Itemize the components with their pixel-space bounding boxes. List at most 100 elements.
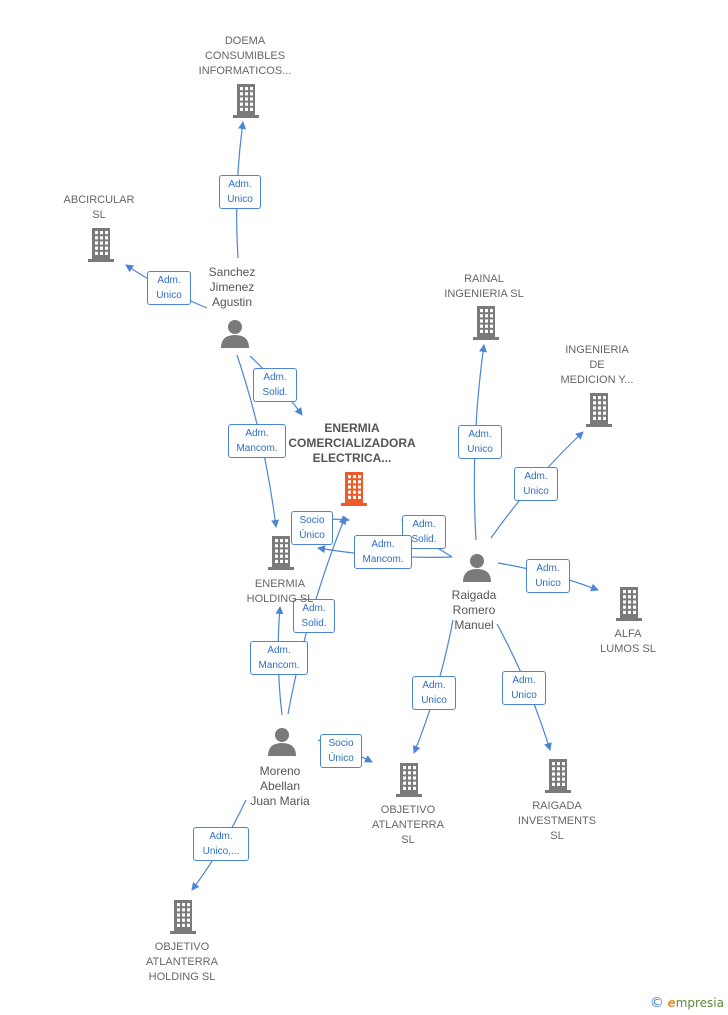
building-icon[interactable]: [473, 306, 499, 340]
edge-label-line: Adm.: [468, 429, 492, 440]
edge-label[interactable]: Adm. Unico: [458, 425, 502, 459]
edge-label[interactable]: Adm. Solid.: [253, 368, 297, 402]
edge-label-line: Solid.: [411, 534, 437, 545]
edge-label-line: Mancom.: [258, 660, 300, 671]
node-label-line: Romero: [452, 603, 496, 617]
edge-label-line: Adm.: [524, 471, 548, 482]
edge-label-line: Socio: [299, 515, 325, 526]
edge-label-line: Solid.: [301, 618, 327, 629]
edge-label-line: Adm.: [536, 563, 560, 574]
edge-label-line: Adm.: [228, 179, 252, 190]
edge-label[interactable]: Adm.Unico: [147, 271, 191, 305]
company-label-raigada_inv[interactable]: RAIGADA INVESTMENTS SL: [518, 799, 596, 844]
node-label-line: INGENIERIA SL: [444, 288, 524, 300]
node-label-line: MEDICION Y...: [560, 374, 634, 386]
edge-label[interactable]: Adm. Unico: [412, 676, 456, 710]
edge-label-line: Único: [299, 530, 325, 541]
person-icon[interactable]: [268, 728, 296, 756]
edge-label[interactable]: Adm.Mancom.: [354, 535, 412, 569]
edge-label[interactable]: Adm. Solid.: [293, 599, 335, 633]
building-icon[interactable]: [545, 759, 571, 793]
edge-label-line: Único: [328, 753, 354, 764]
node-label-line: ATLANTERRA: [372, 819, 444, 831]
edge-label[interactable]: Adm. Mancom.: [228, 424, 286, 458]
edge-label-line: Adm.: [412, 519, 436, 530]
node-label-line: DE: [589, 359, 605, 371]
node-label-line: RAINAL: [464, 273, 504, 285]
node-label-line: INGENIERIA: [565, 344, 629, 356]
node-label-line: ENERMIA: [254, 578, 306, 590]
node-label-line: Manuel: [454, 618, 494, 632]
node-label-line: ELECTRICA...: [312, 451, 392, 465]
company-label-enermia_hold[interactable]: ENERMIA HOLDING SL: [247, 577, 314, 607]
node-label-line: LUMOS SL: [600, 643, 656, 655]
edge-label-line: Solid.: [262, 387, 288, 398]
building-icon[interactable]: [616, 587, 642, 621]
edge-label-line: Adm.: [263, 372, 287, 383]
edge-label[interactable]: Adm. Mancom.: [250, 641, 308, 675]
person-icon[interactable]: [221, 320, 249, 348]
edge-label-line: Unico: [227, 194, 253, 205]
edge-label-line: Unico: [511, 690, 537, 701]
node-label-line: RAIGADA: [532, 800, 582, 812]
empresia-logo: © empresia: [650, 995, 724, 1011]
node-label-line: COMERCIALIZADORA: [288, 436, 416, 450]
building-icon[interactable]: [396, 763, 422, 797]
company-label-rainal[interactable]: RAINAL INGENIERIA SL: [444, 272, 523, 302]
edge-label-line: Adm.: [209, 831, 233, 842]
edge-label-line: Adm.: [371, 539, 395, 550]
node-label-line: DOEMA: [224, 35, 266, 47]
edge-label-line: Socio: [328, 738, 354, 749]
company-label-ingenieria[interactable]: INGENIERIA DE MEDICION Y...: [561, 343, 634, 388]
edge-label[interactable]: Adm.Unico: [514, 467, 558, 501]
edge-label-line: Adm.: [245, 428, 269, 439]
edge-label[interactable]: Adm. Unico: [502, 671, 546, 705]
building-icon[interactable]: [586, 393, 612, 427]
node-label-line: ABCIRCULAR: [63, 194, 135, 206]
edge-label[interactable]: Adm.Unico,...: [193, 827, 249, 861]
node-label-line: INVESTMENTS: [517, 815, 597, 827]
building-icon[interactable]: [233, 84, 259, 118]
node-label-line: HOLDING SL: [246, 593, 314, 605]
edge-label-line: Unico: [467, 444, 493, 455]
node-label-line: Jimenez: [209, 280, 255, 294]
person-icon[interactable]: [463, 554, 491, 582]
building-icon[interactable]: [341, 472, 367, 506]
node-label-line: SL: [550, 830, 564, 842]
node-label-line: OBJETIVO: [380, 804, 436, 816]
node-label-line: Juan Maria: [250, 794, 310, 808]
edge-label-line: Adm.: [267, 645, 291, 656]
brand-first-letter: e: [667, 996, 676, 1010]
edge-label[interactable]: Adm.Unico: [526, 559, 570, 593]
copyright-icon: ©: [649, 995, 664, 1011]
node-label-line: Sanchez: [208, 265, 256, 279]
node-label-line: Moreno: [259, 764, 301, 778]
node-label-line: Raigada: [451, 588, 497, 602]
node-label-line: OBJETIVO: [154, 941, 210, 953]
node-label-line: ALFA: [614, 628, 642, 640]
edge-label-line: Unico: [421, 695, 447, 706]
building-icon[interactable]: [268, 536, 294, 570]
company-label-alfa[interactable]: ALFA LUMOS SL: [600, 627, 656, 657]
building-icon[interactable]: [88, 228, 114, 262]
edge-label[interactable]: Adm. Unico: [219, 175, 261, 209]
edge-label-line: Adm.: [422, 680, 446, 691]
node-label-line: CONSUMIBLES: [204, 50, 286, 62]
edge-label-line: Mancom.: [236, 443, 278, 454]
building-icon[interactable]: [170, 900, 196, 934]
node-label-line: ENERMIA: [324, 421, 380, 435]
edge-label-line: Adm.: [302, 603, 326, 614]
brand-name: mpresia: [675, 996, 724, 1010]
edge-label-line: Adm.: [512, 675, 536, 686]
